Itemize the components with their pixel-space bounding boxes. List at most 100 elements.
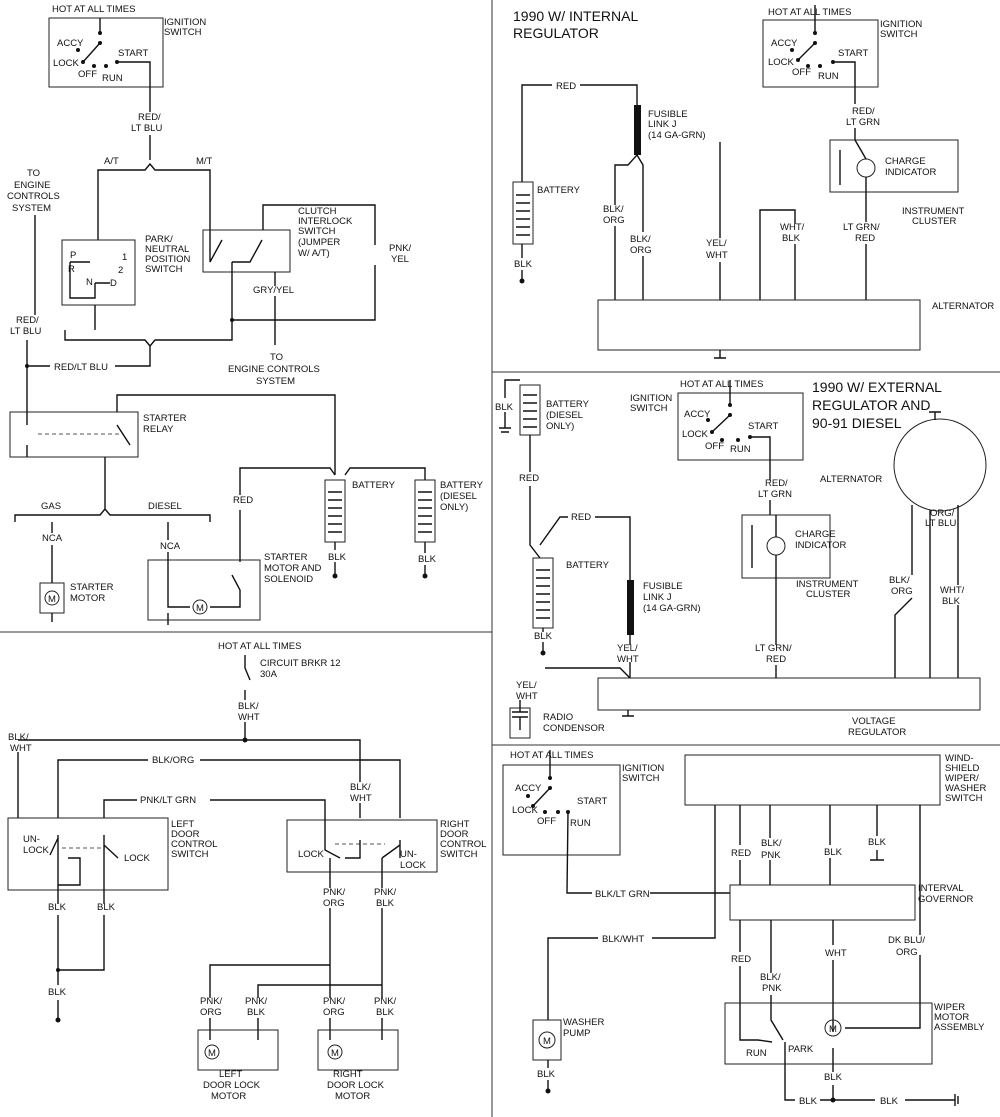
wire-label-door-locks-bw4: WHT	[10, 743, 32, 754]
starter-circuit-wires	[9, 17, 436, 625]
wire-label-internal-reg-yw2: WHT	[706, 250, 728, 261]
park-neutral-position-switch	[61, 239, 136, 306]
wire-label-wiper-bp2: PNK	[761, 850, 781, 861]
wire-label-external-reg-vr2: REGULATOR	[848, 727, 906, 738]
wire-label-wiper-blk2: BLK	[868, 837, 887, 848]
wire-label-internal-reg-red: RED	[556, 81, 576, 92]
wire-label-starter-hot: HOT AT ALL TIMES	[52, 4, 135, 15]
wire-label-external-reg-rc1: RADIO	[543, 712, 573, 723]
wire-label-door-locks-un2: LOCK	[23, 845, 50, 856]
wire-label-door-locks-lock2: LOCK	[298, 849, 325, 860]
wire-label-external-reg-yw3: YEL/	[516, 680, 537, 691]
wire-label-door-locks-bw2: WHT	[238, 712, 260, 723]
wire-label-internal-reg-hot: HOT AT ALL TIMES	[768, 7, 851, 18]
wire-label-wiper-dbo1: DK BLU/	[888, 935, 925, 946]
wire-label-starter-m2: M	[196, 603, 204, 614]
wire-label-wiper-blkltgrn: BLK/LT GRN	[595, 889, 650, 900]
wire-label-external-reg-olb2: LT BLU	[925, 518, 956, 529]
wire-label-starter-to1: TO	[27, 168, 40, 179]
wire-label-door-locks-ld1: LEFT	[171, 819, 194, 830]
wire-label-wiper-hot: HOT AT ALL TIMES	[510, 750, 593, 761]
battery-internal	[512, 181, 534, 245]
wire-label-wiper-park: PARK	[788, 1044, 814, 1055]
wire-label-wiper-red2: RED	[731, 954, 751, 965]
wire-label-internal-reg-bo1: BLK/	[603, 204, 624, 215]
wire-label-wiper-wm3: ASSEMBLY	[934, 1022, 985, 1033]
wire-label-starter-blk2: BLK	[418, 554, 437, 565]
wire-label-external-reg-hot: HOT AT ALL TIMES	[680, 379, 763, 390]
wire-label-starter-off: OFF	[78, 69, 97, 80]
wire-label-internal-reg-off: OFF	[792, 67, 811, 78]
wire-label-door-locks-blk1: BLK	[48, 902, 67, 913]
wire-label-internal-reg-wb2: BLK	[782, 233, 801, 244]
wire-label-door-locks-ld4: SWITCH	[171, 849, 209, 860]
wire-label-wiper-accy: ACCY	[515, 783, 542, 794]
charge-indicator-cluster-ext	[741, 514, 831, 579]
left-door-control-switch	[7, 817, 169, 891]
wire-label-starter-gas: GAS	[41, 501, 61, 512]
wire-label-door-locks-pb4: BLK	[247, 1007, 266, 1018]
wiper-circuit-wires	[502, 750, 959, 1106]
wire-label-external-reg-lgr2: RED	[766, 654, 786, 665]
wire-label-wiper-off: OFF	[537, 816, 556, 827]
wire-label-wiper-bp3: BLK/	[760, 972, 781, 983]
wire-label-external-reg-alt: ALTERNATOR	[820, 474, 882, 485]
wire-label-external-reg-rc2: CONDENSOR	[543, 723, 605, 734]
wire-label-starter-ign1: IGNITION	[164, 17, 206, 28]
wire-label-wiper-dbo2: ORG	[896, 947, 918, 958]
wire-label-starter-pnp1: PARK/	[145, 234, 173, 245]
wire-label-wiper-bp4: PNK	[762, 983, 782, 994]
wire-label-internal-reg-ci2: INDICATOR	[885, 167, 937, 178]
wire-label-door-locks-cb2: 30A	[260, 669, 278, 680]
starter-motor-and-solenoid	[147, 559, 261, 621]
wire-label-door-locks-po6: ORG	[323, 1007, 345, 1018]
wire-label-starter-pnp3: POSITION	[145, 254, 191, 265]
wire-label-internal-reg-rlg2: LT GRN	[846, 117, 880, 128]
ignition-switch-internal	[762, 19, 879, 88]
wire-label-starter-sm3: SOLENOID	[264, 574, 313, 585]
wire-label-internal-reg-fl3: (14 GA-GRN)	[648, 130, 706, 141]
internal-regulator-wires	[512, 5, 959, 359]
wire-label-wiper-wm1: WIPER	[934, 1002, 965, 1013]
starter-motor	[39, 582, 65, 614]
fusible-link-j	[634, 105, 641, 155]
wire-label-external-reg-vr1: VOLTAGE	[852, 716, 895, 727]
wire-label-door-locks-pb3: PNK/	[245, 996, 268, 1007]
wire-label-wiper-ig1: INTERVAL	[918, 883, 964, 894]
wire-label-external-reg-bo1: BLK/	[889, 575, 910, 586]
wire-label-door-locks-bw6: WHT	[350, 793, 372, 804]
wire-label-wiper-blk1: BLK	[824, 847, 843, 858]
wire-label-starter-to4: SYSTEM	[12, 203, 51, 214]
wire-label-external-reg-yw1: YEL/	[617, 643, 638, 654]
wire-label-starter-diesel: DIESEL	[148, 501, 182, 512]
wire-label-starter-batd3: ONLY)	[440, 502, 468, 513]
wire-label-starter-cl3: SWITCH	[298, 226, 336, 237]
wire-label-starter-te2: ENGINE CONTROLS	[228, 364, 320, 375]
windshield-wiper-washer-switch	[684, 754, 941, 806]
wire-label-external-reg-fl2: LINK J	[643, 592, 672, 603]
wire-label-starter-mt: M/T	[196, 156, 213, 167]
wire-label-external-reg-ci1: CHARGE	[795, 529, 836, 540]
wire-label-door-locks-po2: ORG	[323, 898, 345, 909]
wire-label-starter-sm2: MOTOR AND	[264, 563, 321, 574]
wire-label-door-locks-blkorg: BLK/ORG	[152, 755, 194, 766]
wire-label-starter-sm1: STARTER	[264, 552, 308, 563]
wire-labels: HOT AT ALL TIMESIGNITIONSWITCHACCYSTARTL…	[7, 4, 994, 1107]
right-door-control-switch	[286, 819, 438, 873]
radio-condensor	[509, 707, 531, 739]
wire-label-wiper-ign2: SWITCH	[622, 773, 660, 784]
wire-label-external-reg-ic1: INSTRUMENT	[796, 579, 858, 590]
diagram-title-external-reg-title3: 90-91 DIESEL	[812, 415, 902, 431]
wire-label-door-locks-lm1: LEFT	[219, 1069, 242, 1080]
wire-label-starter-d: D	[110, 278, 117, 289]
wire-label-starter-red: RED	[233, 495, 253, 506]
wire-label-door-locks-po4: ORG	[200, 1007, 222, 1018]
wire-label-starter-redltblu4: LT BLU	[10, 326, 41, 337]
wire-label-door-locks-pb2: BLK	[376, 898, 395, 909]
wire-label-door-locks-blk3: BLK	[48, 987, 67, 998]
wire-label-door-locks-ld3: CONTROL	[171, 839, 217, 850]
external-regulator-wires	[499, 379, 987, 739]
wire-label-starter-cl4: (JUMPER	[298, 237, 340, 248]
